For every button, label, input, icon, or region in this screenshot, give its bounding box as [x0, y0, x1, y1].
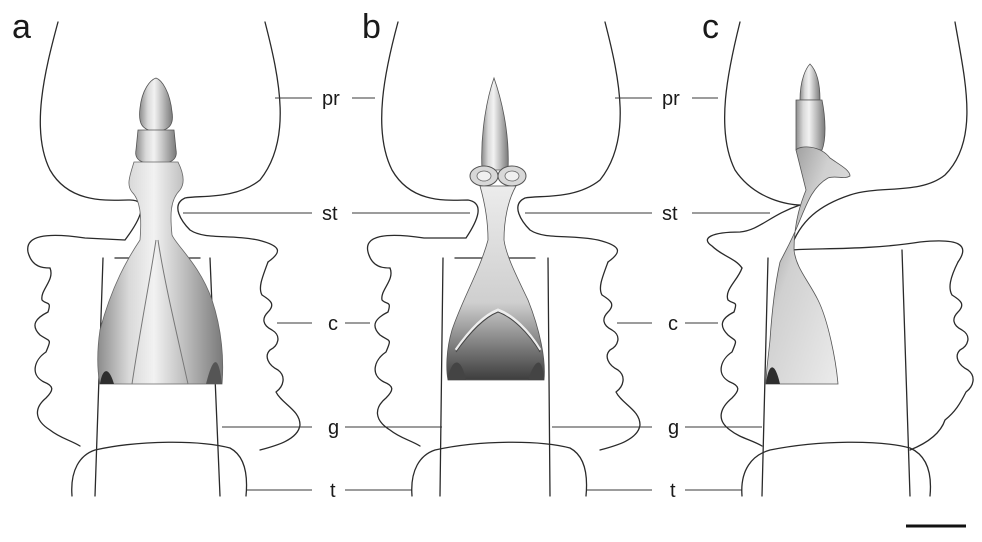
- label-c-2: c: [668, 313, 678, 335]
- prothorax-outline-c: [707, 22, 967, 268]
- panel-letter-c: c: [702, 8, 719, 46]
- coxa-outline-left-b: [375, 268, 420, 446]
- sclerite-illustration-c: [766, 64, 850, 384]
- label-pr-2: pr: [662, 88, 680, 110]
- label-t-2: t: [670, 480, 676, 502]
- labels-bc: pr st c g t: [662, 88, 770, 502]
- label-c-1: c: [328, 313, 338, 335]
- tergite-outline-b: [412, 442, 587, 496]
- coxa-outline-right-b: [600, 262, 640, 450]
- coxa-outline-right-a: [260, 262, 300, 450]
- inner-line-right-c: [902, 250, 910, 496]
- label-g-1: g: [328, 417, 339, 439]
- panel-letter-b: b: [362, 8, 381, 46]
- tergite-outline-a: [72, 442, 247, 496]
- coxa-outline-left-c: [721, 268, 762, 446]
- panel-a: a: [12, 8, 312, 496]
- label-pr-1: pr: [322, 88, 340, 110]
- label-st-2: st: [662, 203, 678, 225]
- sclerite-illustration-a: [98, 78, 223, 384]
- label-t-1: t: [330, 480, 336, 502]
- labels-ab: pr st c g t: [322, 88, 470, 502]
- panel-b: b: [362, 8, 652, 496]
- coxa-outline-left-a: [35, 268, 80, 446]
- coxa-outline-right-c: [910, 262, 973, 450]
- panel-c: c: [702, 8, 973, 496]
- panel-letter-a: a: [12, 8, 31, 46]
- tergite-outline-c: [742, 442, 931, 496]
- label-g-2: g: [668, 417, 679, 439]
- inner-line-left-b: [440, 258, 443, 496]
- label-st-1: st: [322, 203, 338, 225]
- inner-line-right-b: [548, 258, 550, 496]
